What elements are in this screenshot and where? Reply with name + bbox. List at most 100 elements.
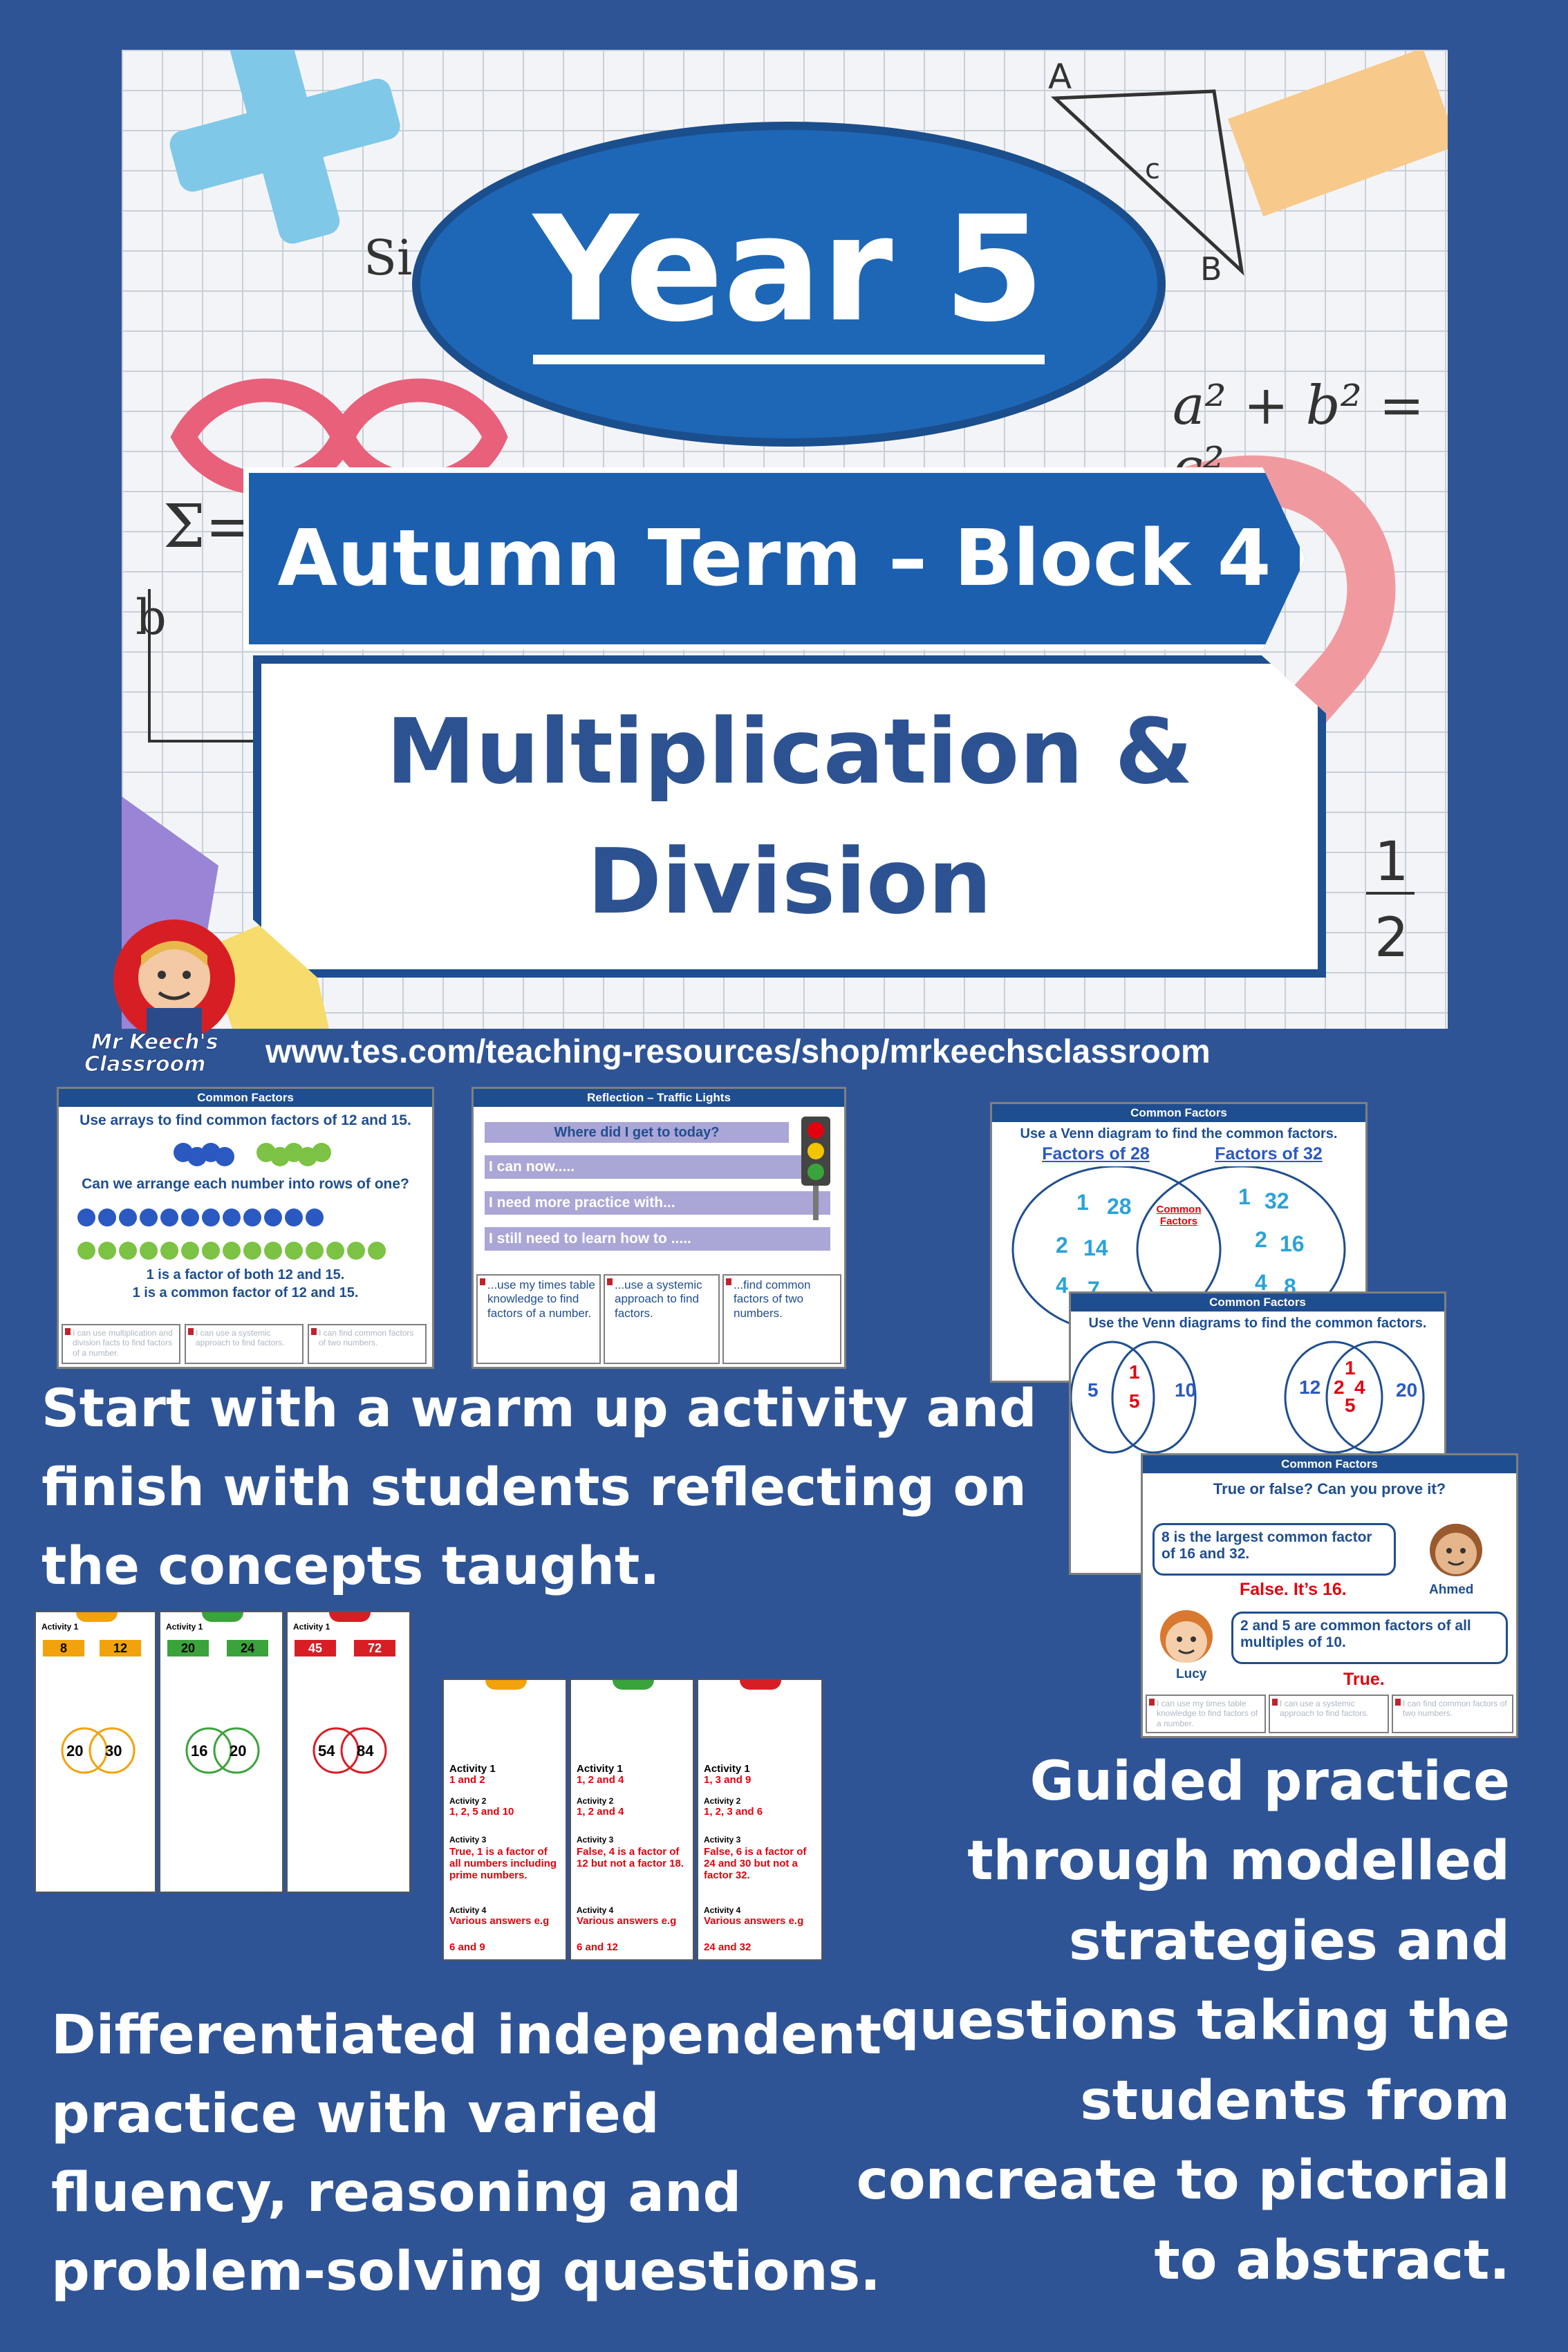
activity-label: Activity 1	[293, 1622, 330, 1632]
factor-pair-header: 8	[43, 1640, 84, 1656]
slide-question: Use the Venn diagrams to find the common…	[1088, 1316, 1427, 1331]
venn-number: 1	[1345, 1357, 1356, 1379]
feature-line: problem-solving questions.	[51, 2240, 881, 2303]
feature-line: questions taking the	[880, 1990, 1510, 2053]
venn-number: 4	[1354, 1376, 1365, 1398]
answer-line: Various answers e.g	[704, 1915, 804, 1927]
venn-left-label: Factors of 28	[1042, 1144, 1150, 1164]
slide-title: Reflection – Traffic Lights	[474, 1089, 844, 1107]
venn-number: 16	[1280, 1231, 1305, 1256]
speech-bubble: 2 and 5 are common factors of all multip…	[1231, 1612, 1508, 1664]
green-counters-illustration	[77, 1242, 386, 1260]
logo-text-line-1: Mr Keech's	[91, 1030, 219, 1055]
slide-common-factors-arrays: Common Factors Use arrays to find common…	[57, 1087, 434, 1369]
slide-title: Common Factors	[1071, 1294, 1444, 1312]
slide-title: Common Factors	[1143, 1455, 1516, 1473]
feature-line: students from	[1080, 2069, 1510, 2132]
factor-pair-header: 20	[167, 1640, 209, 1656]
venn-small	[185, 1727, 260, 1774]
venn-number: 4	[1255, 1270, 1267, 1295]
triangle-label-c: c	[1145, 153, 1160, 185]
feature-line: Guided practice	[1029, 1751, 1510, 1813]
feature-line: fluency, reasoning and	[51, 2161, 742, 2224]
venn-number: 28	[1107, 1194, 1132, 1219]
feature-guided: Guided practice through modelled strateg…	[857, 1742, 1510, 2301]
answer-line: 1, 3 and 9	[704, 1774, 752, 1786]
venn-number: 84	[357, 1742, 374, 1760]
shop-url-link[interactable]: www.tes.com/teaching-resources/shop/mrke…	[265, 1034, 1211, 1070]
answer-line: Various answers e.g	[449, 1915, 550, 1927]
worksheet-card: Activity 1 8 12 20 30	[35, 1611, 156, 1893]
reflection-row: I need more practice with...	[485, 1191, 830, 1215]
feature-line: Differentiated independent	[51, 2004, 882, 2066]
subject-line-1: Multiplication &	[386, 698, 1193, 804]
answer-line: True, 1 is a factor of all numbers inclu…	[449, 1846, 557, 1881]
slide-title: Common Factors	[59, 1089, 432, 1107]
activity-label: Activity 2	[577, 1796, 614, 1806]
activity-label: Activity 4	[704, 1905, 741, 1915]
venn-number: 12	[1299, 1376, 1321, 1398]
activity-label: Activity 4	[449, 1905, 487, 1915]
learning-objective: I can use my times table knowledge to fi…	[1146, 1695, 1266, 1733]
feature-warmup: Start with a warm up activity and finish…	[41, 1369, 1037, 1605]
slide-answer-2: 1 is a common factor of 12 and 15.	[132, 1285, 359, 1300]
venn-number: 10	[1175, 1379, 1197, 1401]
answer-card: Activity 1 1, 2 and 4 Activity 2 1, 2 an…	[570, 1679, 694, 1961]
venn-center-label: Common Factors	[1156, 1204, 1202, 1227]
answer-card: Activity 1 1, 3 and 9 Activity 2 1, 2, 3…	[697, 1679, 823, 1961]
answer-line: 24 and 32	[704, 1941, 752, 1953]
difficulty-chilli-icon	[202, 1612, 243, 1622]
learning-objective: I can use a systemic approach to find fa…	[1269, 1695, 1389, 1733]
speech-bubble: 8 is the largest common factor of 16 and…	[1152, 1523, 1396, 1576]
venn-number: 16	[191, 1742, 208, 1760]
venn-small	[312, 1727, 387, 1774]
activity-label: Activity 3	[704, 1835, 741, 1845]
activity-label: Activity 2	[704, 1796, 741, 1806]
feature-line: Start with a warm up activity and	[41, 1377, 1037, 1439]
factor-pair-header: 12	[100, 1640, 141, 1656]
triangle-label-b: B	[1200, 250, 1222, 288]
lucy-avatar-icon	[1160, 1610, 1213, 1663]
venn-number: 32	[1264, 1188, 1289, 1213]
reflection-question: Where did I get to today?	[485, 1122, 789, 1143]
activity-label: Activity 1	[704, 1763, 750, 1775]
venn-number: 1	[1238, 1184, 1251, 1209]
feature-line: practice with varied	[51, 2082, 660, 2145]
difficulty-chilli-icon	[740, 1680, 781, 1690]
half-numerator: 1	[1374, 831, 1409, 893]
venn-number: 5	[1345, 1394, 1356, 1416]
reflection-row: I still need to learn how to .....	[485, 1227, 830, 1251]
factor-pair-header: 72	[354, 1640, 395, 1656]
venn-number: 5	[1129, 1390, 1140, 1412]
worksheet-card: Activity 1 20 24 16 20	[159, 1611, 283, 1893]
venn-number: 2	[1056, 1233, 1068, 1258]
pythagoras-doodle: a² + b² = c²	[1173, 375, 1425, 499]
venn-number: 14	[1083, 1235, 1108, 1260]
venn-number: 20	[66, 1742, 84, 1760]
subject-box: Multiplication & Division	[253, 655, 1326, 978]
difficulty-chilli-icon	[613, 1680, 654, 1690]
year-oval: Year 5	[412, 122, 1166, 447]
activity-label: Activity 3	[449, 1835, 487, 1845]
feature-line: finish with students reflecting on	[41, 1456, 1027, 1518]
activity-label: Activity 1	[449, 1763, 496, 1775]
reflection-row: I can now.....	[485, 1155, 830, 1179]
mr-keech-logo: Mr Keech's Classroom	[77, 911, 263, 1077]
answer-text: True.	[1343, 1670, 1385, 1689]
venn-right-label: Factors of 32	[1215, 1144, 1323, 1164]
subject-line-2: Division	[587, 829, 992, 934]
feature-line: through modelled	[967, 1830, 1510, 1893]
answer-line: 6 and 9	[449, 1941, 485, 1953]
venn-number: 20	[1396, 1379, 1418, 1401]
character-name: Lucy	[1176, 1667, 1207, 1681]
answer-line: 6 and 12	[577, 1941, 619, 1953]
slide-answer-1: 1 is a factor of both 12 and 15.	[146, 1267, 345, 1282]
venn-number: 2	[1334, 1376, 1345, 1398]
answer-line: False, 6 is a factor of 24 and 30 but no…	[704, 1846, 807, 1881]
answer-text: False. It’s 16.	[1240, 1580, 1347, 1599]
triangle-label-a: A	[1048, 57, 1072, 97]
learning-objective: I can use multiplication and division fa…	[62, 1324, 180, 1364]
activity-label: Activity 1	[41, 1622, 79, 1632]
feature-line: the concepts taught.	[41, 1535, 660, 1596]
slide-reflection: Reflection – Traffic Lights Where did I …	[472, 1087, 846, 1369]
